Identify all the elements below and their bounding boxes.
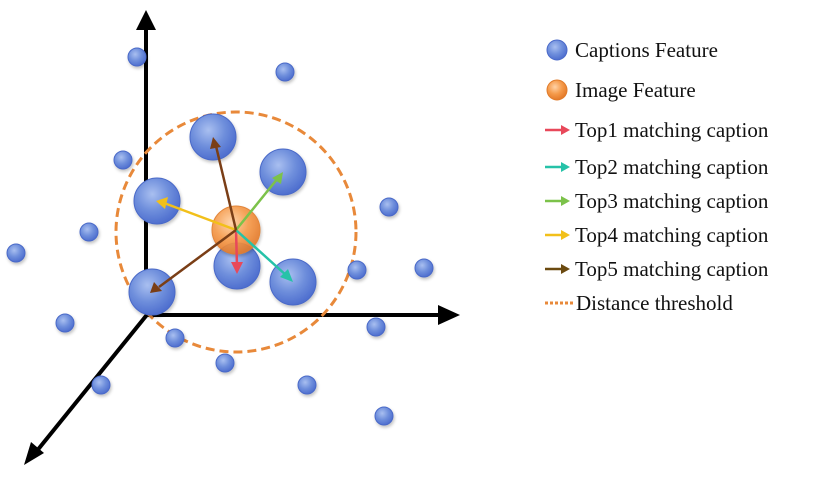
legend-item-top2: Top2 matching caption bbox=[545, 155, 769, 179]
caption-point bbox=[91, 375, 111, 395]
caption-point bbox=[79, 222, 99, 242]
legend-label-top4: Top4 matching caption bbox=[575, 223, 769, 247]
arrow-top1 bbox=[234, 229, 239, 267]
arrow-extra-head bbox=[150, 282, 162, 293]
axis-x-arrowhead bbox=[438, 305, 460, 325]
legend-item-top4: Top4 matching caption bbox=[545, 223, 769, 247]
legend-label-top5: Top5 matching caption bbox=[575, 257, 769, 281]
legend-item-threshold: Distance threshold bbox=[545, 291, 733, 315]
arrow-extra bbox=[158, 228, 237, 289]
arrow-top5-head bbox=[210, 137, 221, 149]
caption-point bbox=[297, 375, 317, 395]
arrow-top5 bbox=[214, 145, 238, 231]
legend-item-image-feature: Image Feature bbox=[546, 78, 696, 102]
legend-top1-arrowhead bbox=[561, 125, 570, 135]
caption-point bbox=[113, 150, 133, 170]
caption-point bbox=[127, 47, 147, 67]
legend-label-top1: Top1 matching caption bbox=[575, 118, 769, 142]
caption-point bbox=[347, 260, 367, 280]
legend-item-top5: Top5 matching caption bbox=[545, 257, 769, 281]
caption-point bbox=[414, 258, 434, 278]
arrow-top3 bbox=[235, 177, 279, 231]
legend-label-top3: Top3 matching caption bbox=[575, 189, 769, 213]
legend-top3-arrowhead bbox=[561, 196, 570, 206]
legend-item-top3: Top3 matching caption bbox=[545, 189, 769, 213]
arrow-top2 bbox=[235, 229, 288, 277]
arrow-top1-head bbox=[231, 262, 243, 274]
legend-top4-arrowhead bbox=[561, 230, 570, 240]
legend-top5-arrowhead bbox=[561, 264, 570, 274]
arrow-top3-head bbox=[272, 172, 283, 184]
legend-item-top1: Top1 matching caption bbox=[545, 118, 769, 142]
axis-z-arrowhead bbox=[24, 442, 44, 465]
legend-blue-circle-icon bbox=[546, 39, 568, 61]
legend-label-threshold: Distance threshold bbox=[576, 291, 733, 315]
caption-point bbox=[6, 243, 26, 263]
matching-arrows bbox=[150, 137, 293, 293]
legend-label-image-feature: Image Feature bbox=[575, 78, 696, 102]
caption-points bbox=[6, 47, 434, 426]
distance-threshold-circle bbox=[114, 110, 358, 354]
axis-y-arrowhead bbox=[136, 10, 156, 30]
caption-point bbox=[374, 406, 394, 426]
legend-item-captions-feature: Captions Feature bbox=[546, 38, 718, 62]
caption-point bbox=[275, 62, 295, 82]
legend-label-top2: Top2 matching caption bbox=[575, 155, 769, 179]
caption-point bbox=[55, 313, 75, 333]
arrow-top4 bbox=[163, 201, 237, 232]
arrow-top4-head bbox=[156, 197, 168, 209]
arrow-top2-head bbox=[280, 269, 293, 282]
caption-point bbox=[379, 197, 399, 217]
legend: Captions Feature Image Feature Top1 matc… bbox=[545, 38, 769, 315]
caption-point bbox=[165, 328, 185, 348]
legend-label-captions-feature: Captions Feature bbox=[575, 38, 718, 62]
legend-orange-circle-icon bbox=[546, 79, 568, 101]
caption-point bbox=[366, 317, 386, 337]
caption-point bbox=[215, 353, 235, 373]
legend-top2-arrowhead bbox=[561, 162, 570, 172]
